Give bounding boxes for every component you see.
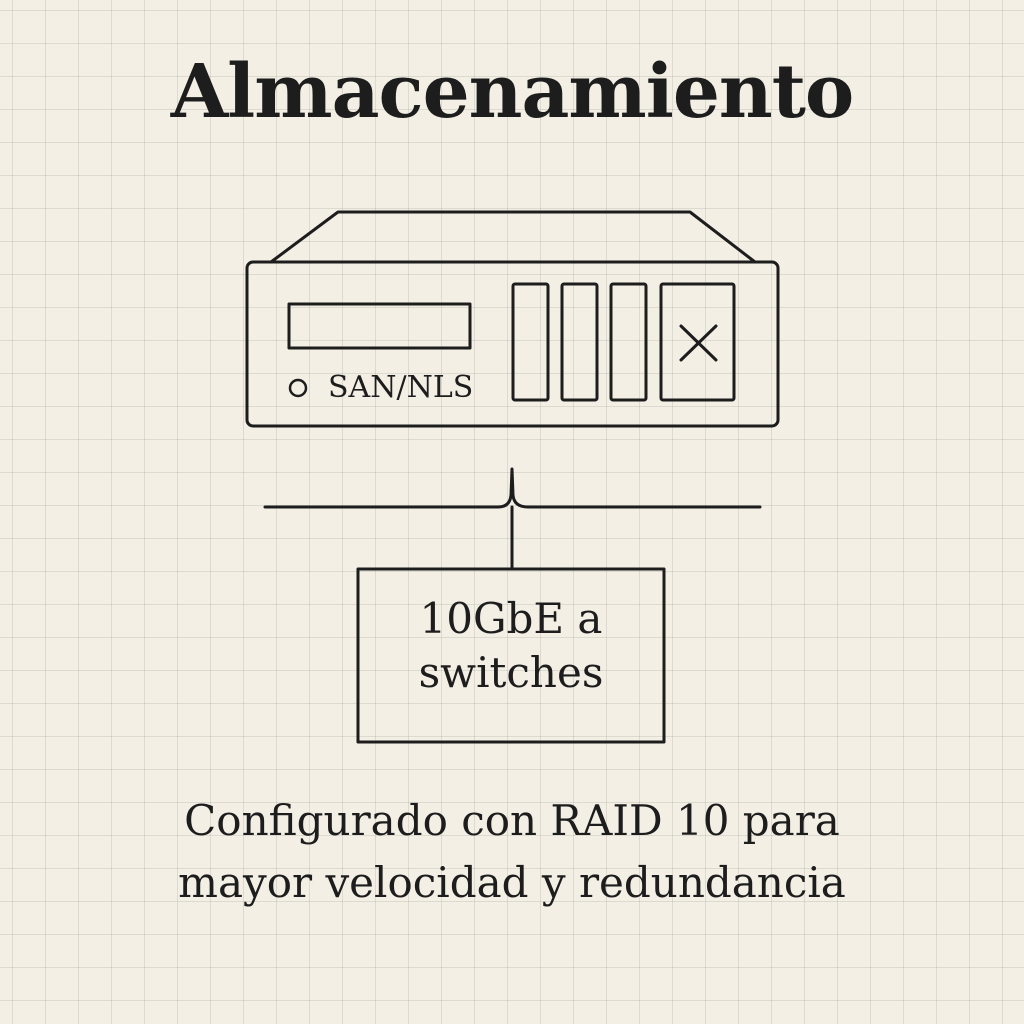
caption: Configurado con RAID 10 para mayor veloc… xyxy=(0,790,1024,914)
caption-line-1: Configurado con RAID 10 para xyxy=(184,796,840,845)
page-title: Almacenamiento xyxy=(170,49,855,135)
link-box xyxy=(356,567,666,744)
circle-icon xyxy=(288,378,308,398)
server-display-slot xyxy=(287,302,472,350)
drive-bay-3 xyxy=(609,282,648,402)
connector-brace xyxy=(263,467,762,571)
drive-bay-failed xyxy=(659,282,736,402)
x-icon xyxy=(679,324,718,362)
link-box-line-1: 10GbE a xyxy=(419,594,603,643)
link-box-line-2: switches xyxy=(418,648,604,697)
link-box-text: 10GbE a switches xyxy=(358,592,664,700)
caption-line-2: mayor velocidad y redundancia xyxy=(178,858,846,907)
device-label: SAN/NLS xyxy=(328,370,474,405)
drive-bay-1 xyxy=(511,282,550,402)
server-front-panel xyxy=(245,260,780,428)
drive-bay-2 xyxy=(560,282,599,402)
server-top-outline xyxy=(269,210,757,264)
